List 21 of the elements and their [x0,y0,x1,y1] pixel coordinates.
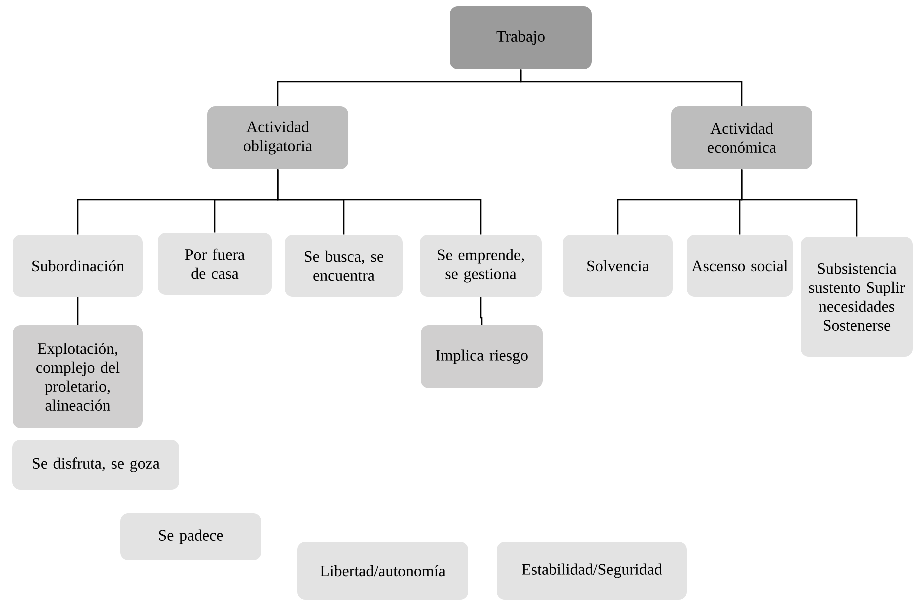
concept-box: Solvencia [563,235,673,297]
connector-line [277,170,482,235]
concept-box: Ascenso social [687,235,793,297]
concept-box: Se disfruta, se goza [12,440,180,490]
concept-box: Subordinación [13,235,143,297]
concept-box: Actividad obligatoria [208,106,348,170]
connector-line [741,170,858,237]
concept-box: Actividad económica [672,106,812,170]
concept-box: Libertad/autonomía [298,542,468,600]
concept-box: Por fuera de casa [158,233,272,295]
concept-box: Se padece [120,514,262,560]
concept-box: Implica riesgo [421,326,543,388]
concept-box: Trabajo [450,6,592,70]
concept-box: Subsistencia sustento Suplir necesidades Sostenerse [801,237,913,357]
concept-box: Estabilidad/Seguridad [497,542,687,600]
concept-box: Explotación, complejo del proletario, alineación [13,326,143,428]
concept-box: Se emprende, se gestiona [420,235,542,297]
connector-line [77,297,79,326]
connector-line [480,297,483,326]
concept-box: Se busca, se encuentra [285,235,403,297]
connector-line [520,70,743,106]
